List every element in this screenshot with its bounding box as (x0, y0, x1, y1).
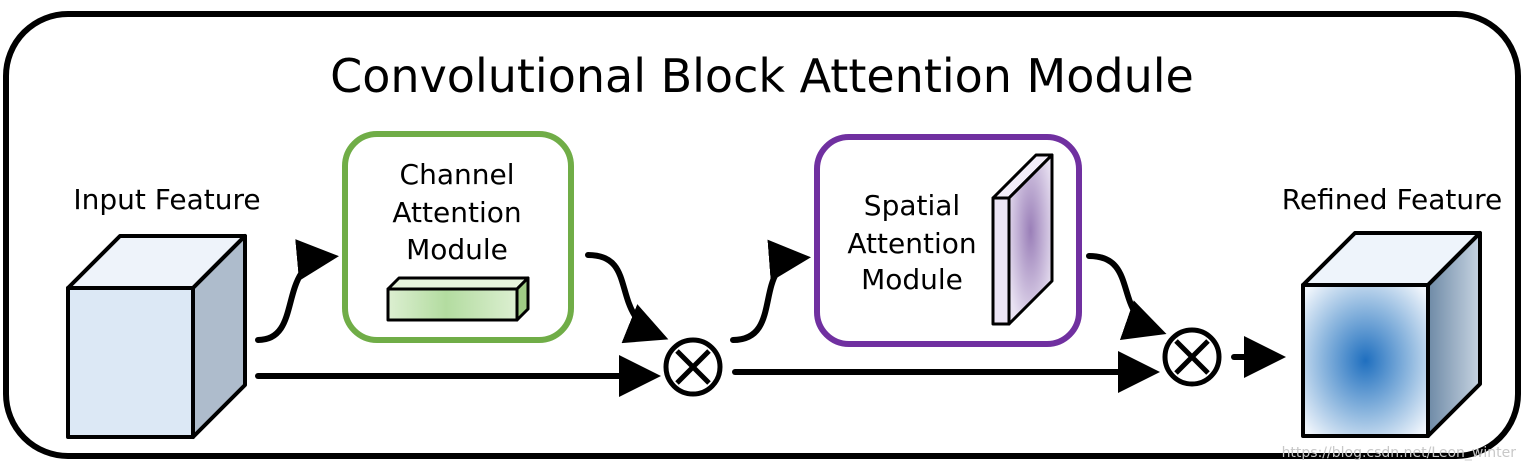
arrow-channel-to-multiply-1 (585, 252, 669, 344)
diagram-title: Convolutional Block Attention Module (330, 49, 1194, 103)
channel-module-label-line1: Channel (400, 158, 515, 191)
spatial-module-label-line2: Attention (847, 227, 976, 260)
spatial-attention-map (991, 153, 1054, 326)
channel-module-label-line3: Module (406, 233, 508, 266)
spatial-module-label-line1: Spatial (864, 189, 960, 222)
refined-feature-label: Refined Feature (1282, 183, 1503, 216)
input-feature-cube (66, 234, 247, 439)
multiply-node-1 (663, 337, 723, 397)
arrow-multiply-1-to-spatial (730, 239, 811, 343)
refined-feature-cube (1301, 231, 1482, 438)
arrow-input-to-channel (255, 239, 339, 343)
arrow-spatial-to-multiply-2 (1086, 253, 1167, 340)
channel-attention-map (386, 276, 530, 322)
spatial-module-label-line3: Module (861, 263, 963, 296)
multiply-node-2 (1162, 327, 1222, 387)
channel-module-label-line2: Attention (392, 196, 521, 229)
watermark: https://blog.csdn.net/Leon_winter (1282, 445, 1517, 461)
input-feature-label: Input Feature (73, 183, 260, 216)
outer-frame (3, 11, 1521, 459)
